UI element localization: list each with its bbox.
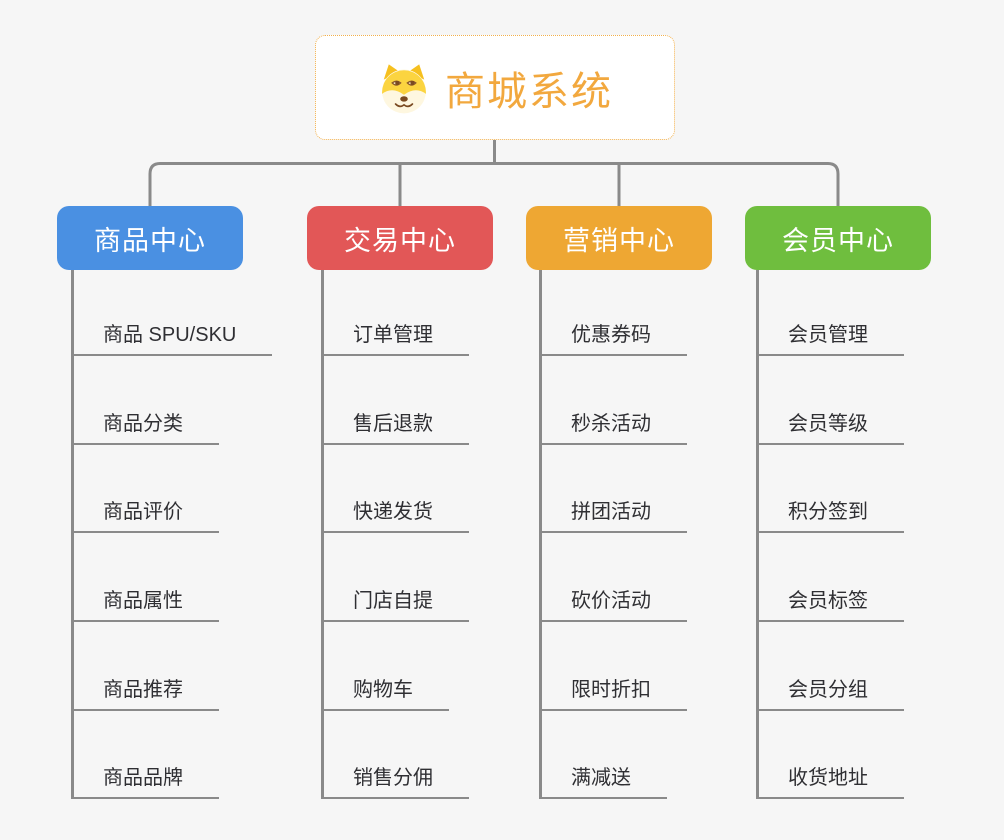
leaf-node-shopping-cart[interactable]: 购物车: [321, 680, 449, 711]
leaf-node-aftersale-refund[interactable]: 售后退款: [321, 414, 469, 445]
leaf-node-points-checkin[interactable]: 积分签到: [756, 502, 904, 533]
dog-face-icon: [377, 61, 431, 115]
leaf-node-member-management[interactable]: 会员管理: [756, 325, 904, 356]
leaf-node-product-review[interactable]: 商品评价: [71, 502, 219, 533]
branch-node-member-center[interactable]: 会员中心: [745, 206, 931, 270]
leaf-node-product-category[interactable]: 商品分类: [71, 414, 219, 445]
leaf-node-sales-commission[interactable]: 销售分佣: [321, 768, 469, 799]
leaf-node-group-buy[interactable]: 拼团活动: [539, 502, 687, 533]
leaf-node-product-attribute[interactable]: 商品属性: [71, 591, 219, 622]
leaf-node-bargain-activity[interactable]: 砍价活动: [539, 591, 687, 622]
leaf-node-order-management[interactable]: 订单管理: [321, 325, 469, 356]
leaf-node-express-shipping[interactable]: 快递发货: [321, 502, 469, 533]
branch-node-product-center[interactable]: 商品中心: [57, 206, 243, 270]
leaf-node-store-pickup[interactable]: 门店自提: [321, 591, 469, 622]
leaf-node-shipping-address[interactable]: 收货地址: [756, 768, 904, 799]
leaf-node-full-reduction[interactable]: 满减送: [539, 768, 667, 799]
leaf-node-limited-time-discount[interactable]: 限时折扣: [539, 680, 687, 711]
root-title: 商城系统: [445, 69, 613, 114]
leaf-node-product-spu-sku[interactable]: 商品 SPU/SKU: [71, 325, 273, 356]
leaf-node-product-brand[interactable]: 商品品牌: [71, 768, 219, 799]
leaf-node-member-tag[interactable]: 会员标签: [756, 591, 904, 622]
root-node[interactable]: 商城系统: [315, 35, 675, 140]
leaf-node-member-level[interactable]: 会员等级: [756, 414, 904, 445]
branch-node-marketing-center[interactable]: 营销中心: [526, 206, 712, 270]
leaf-node-coupon-code[interactable]: 优惠券码: [539, 325, 687, 356]
leaf-node-product-recommend[interactable]: 商品推荐: [71, 680, 219, 711]
leaf-node-flash-sale[interactable]: 秒杀活动: [539, 414, 687, 445]
branch-node-trade-center[interactable]: 交易中心: [307, 206, 493, 270]
leaf-node-member-group[interactable]: 会员分组: [756, 680, 904, 711]
